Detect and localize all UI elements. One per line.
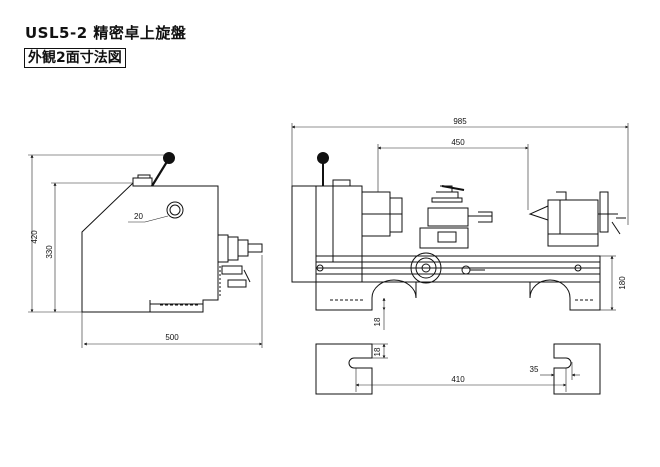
front-view-dimensions [291,123,629,330]
dim-18-front: 18 [373,317,382,326]
front-stand [315,279,601,311]
side-top-housing [132,174,153,186]
side-body [81,181,219,313]
front-tailstock [547,199,599,235]
plan-leg-right [553,343,601,395]
dim-18-plan: 18 [373,347,382,356]
front-lever-knob [317,152,329,164]
front-carriage [419,227,469,249]
side-handwheel-inner [169,204,181,216]
front-apron-handwheel [410,252,442,284]
front-view [291,152,626,311]
dim-330: 330 [45,245,54,259]
dim-180: 180 [618,276,627,290]
side-handwheel-outer [166,201,184,219]
dim-420: 420 [30,230,39,244]
page-subtitle: 外観2面寸法図 [24,48,126,68]
dim-20: 20 [134,212,143,221]
side-view [81,152,263,313]
page-title: USL5-2 精密卓上旋盤 [25,24,187,42]
dim-500: 500 [165,333,179,342]
front-compound [427,207,469,227]
side-lever [151,159,169,187]
dim-410: 410 [451,375,465,384]
plan-view [315,343,601,395]
dim-35: 35 [530,365,539,374]
dim-985: 985 [453,117,467,126]
side-mechanism [218,234,263,263]
side-view-dimensions [28,154,263,348]
plan-view-dimensions [355,343,580,392]
dim-450: 450 [451,138,465,147]
front-bed [316,255,601,283]
side-lever-knob [163,152,175,164]
side-foot [149,300,203,312]
plan-leg-left [315,343,373,395]
